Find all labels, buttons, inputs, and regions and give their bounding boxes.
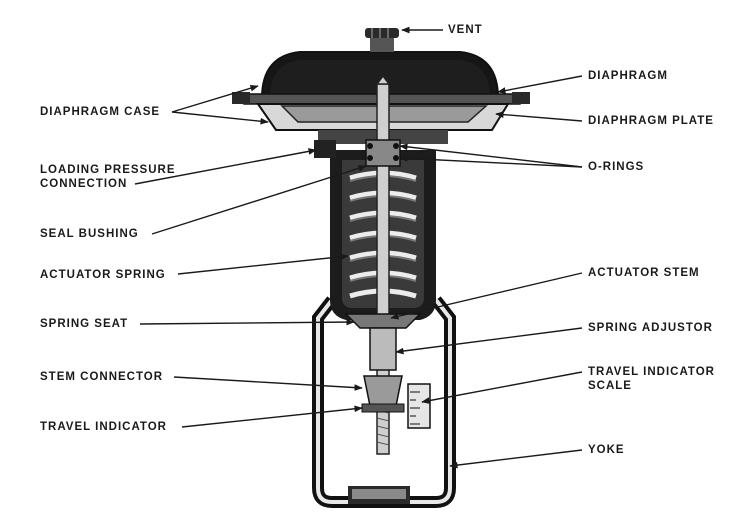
leader-lines — [134, 26, 583, 469]
label-actuator-spring: ACTUATOR SPRING — [40, 269, 166, 281]
label-travel-indicator: TRAVEL INDICATOR — [40, 421, 167, 433]
label-stem-connector: STEM CONNECTOR — [40, 371, 164, 383]
label-spring-seat: SPRING SEAT — [40, 318, 129, 330]
vent — [365, 28, 399, 52]
label-yoke: YOKE — [588, 444, 625, 456]
travel-indicator-scale — [407, 383, 431, 429]
label-spring-adjustor: SPRING ADJUSTOR — [588, 322, 713, 334]
spring-adjustor — [369, 327, 397, 371]
label-diaphragm-plate: DIAPHRAGM PLATE — [588, 115, 714, 127]
travel-indicator — [361, 403, 405, 413]
label-loading-pressure-line2: CONNECTION — [40, 178, 128, 190]
label-o-rings: O-RINGS — [588, 161, 645, 173]
label-vent: VENT — [448, 24, 483, 36]
label-travel-indicator-scale-line2: SCALE — [588, 380, 632, 392]
spring-seat — [344, 313, 422, 329]
label-seal-bushing: SEAL BUSHING — [40, 228, 139, 240]
label-actuator-stem: ACTUATOR STEM — [588, 267, 700, 279]
loading-pressure-connection — [314, 140, 336, 158]
label-travel-indicator-scale-line1: TRAVEL INDICATOR — [588, 366, 715, 378]
yoke — [312, 296, 456, 508]
label-diaphragm: DIAPHRAGM — [588, 70, 668, 82]
o-rings — [367, 143, 399, 161]
stem-connector — [363, 375, 403, 407]
label-loading-pressure-line1: LOADING PRESSURE — [40, 164, 176, 176]
label-diaphragm-case: DIAPHRAGM CASE — [40, 106, 161, 118]
